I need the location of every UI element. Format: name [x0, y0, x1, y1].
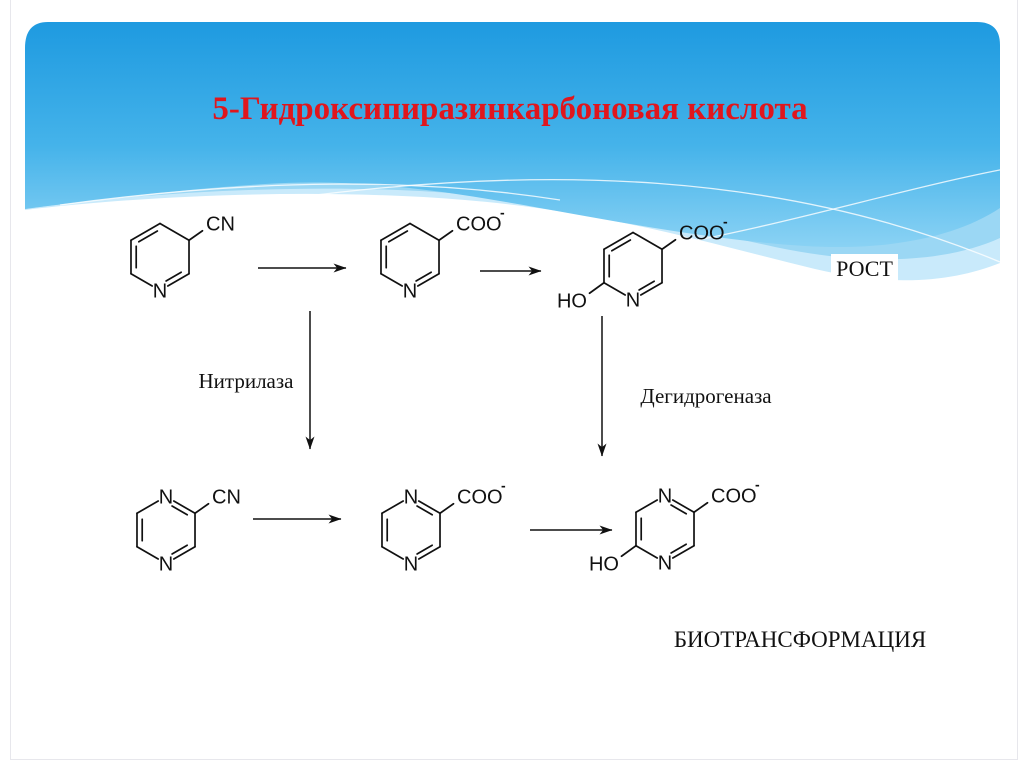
- double-bond-inner-line: [416, 544, 434, 555]
- substituent-bond: [438, 229, 454, 242]
- charge-superscript: -: [500, 204, 505, 220]
- wave-accent-line-1: [59, 183, 561, 206]
- header-wave-decoration: [25, 22, 1011, 281]
- ring-bond: [381, 500, 405, 515]
- slide-title: 5-Гидроксипиразинкарбоновая кислота: [212, 91, 807, 127]
- substituent-bond: [194, 502, 210, 515]
- carboxylate-label: COO: [457, 486, 503, 508]
- hydroxyl-bond: [588, 281, 605, 295]
- ring-bond: [136, 545, 160, 560]
- ring-bond: [417, 545, 441, 560]
- double-bond-inner-line: [171, 544, 189, 555]
- ring-bond: [671, 499, 695, 514]
- biotransformation-caption: БИОТРАНСФОРМАЦИЯ: [674, 627, 926, 652]
- double-bond-inner-line: [416, 505, 434, 516]
- double-bond-inner-line: [670, 543, 688, 554]
- atom-label-nitrogen: N: [658, 486, 672, 508]
- ring-bond: [635, 499, 659, 514]
- atom-label-nitrogen: N: [404, 554, 418, 576]
- carboxylate-label: COO: [679, 222, 725, 244]
- wave-accent-line-3: [429, 167, 1011, 265]
- substituent-bond: [661, 238, 677, 251]
- double-bond-inner-line: [165, 271, 183, 282]
- charge-superscript: -: [501, 477, 506, 493]
- molecule-2-cyanopyrazine: N N CN: [136, 486, 241, 576]
- ring-bond: [417, 500, 441, 515]
- ring-bond: [130, 222, 161, 242]
- ring-bond: [409, 222, 440, 242]
- double-bond-inner-line: [670, 504, 688, 515]
- molecule-5-hydroxypyrazine-2-carboxylate: N N COO- HO: [589, 476, 760, 575]
- carboxylate-label: COO: [711, 485, 757, 507]
- ring-bond: [380, 272, 404, 287]
- growth-label: РОСТ: [831, 254, 898, 283]
- hydroxyl-label: HO: [589, 553, 619, 575]
- ring-bond: [671, 544, 695, 559]
- ring-bond: [635, 544, 659, 559]
- ring-bond: [166, 272, 190, 287]
- slide-edge-lines: [10, 0, 1018, 760]
- ring-bond: [130, 272, 154, 287]
- molecule-pyrazine-2-carboxylate: N N COO-: [381, 477, 506, 576]
- wave-accent-line-2: [299, 178, 1001, 263]
- molecule-6-hydroxynicotinate: N COO- HO: [557, 213, 728, 312]
- ring-bond: [381, 545, 405, 560]
- ring-bond: [632, 231, 663, 251]
- ring-bond: [136, 500, 160, 515]
- growth-label-box: [831, 254, 898, 283]
- double-bond-inner-line: [415, 271, 433, 282]
- double-bond-inner-line: [171, 505, 189, 516]
- ring-bond: [172, 500, 196, 515]
- substituent-bond: [439, 502, 455, 515]
- ring-bond: [603, 231, 634, 251]
- hydroxyl-bond: [620, 544, 637, 558]
- reaction-arrows: [253, 263, 613, 535]
- hydroxyl-label: HO: [557, 290, 587, 312]
- ring-bond: [603, 281, 627, 296]
- atom-label-nitrogen: N: [658, 553, 672, 575]
- atom-label-nitrogen: N: [626, 290, 640, 312]
- atom-label-nitrogen: N: [403, 281, 417, 303]
- charge-superscript: -: [723, 213, 728, 229]
- atom-label-nitrogen: N: [404, 487, 418, 509]
- double-bond-inner-line: [387, 230, 409, 243]
- ring-bond: [639, 281, 663, 296]
- molecule-3-cyanopyridine: N CN: [130, 213, 235, 303]
- atom-label-nitrogen: N: [153, 281, 167, 303]
- ring-bond: [172, 545, 196, 560]
- carboxylate-label: COO: [456, 213, 502, 235]
- double-bond-inner-line: [610, 239, 632, 252]
- growth-label-text: РОСТ: [836, 256, 893, 281]
- double-bond-inner-line: [638, 280, 656, 291]
- atom-label-nitrogen: N: [159, 554, 173, 576]
- nitrile-label: CN: [206, 213, 235, 235]
- enzyme-label-nitrilase: Нитрилаза: [199, 369, 295, 393]
- ring-bond: [416, 272, 440, 287]
- ring-bond: [380, 222, 411, 242]
- substituent-bond: [188, 229, 204, 242]
- charge-superscript: -: [755, 476, 760, 492]
- atom-label-nitrogen: N: [159, 487, 173, 509]
- nitrile-label: CN: [212, 486, 241, 508]
- enzyme-label-dehydrogenase: Дегидрогеназа: [640, 384, 772, 408]
- ring-bond: [159, 222, 190, 242]
- molecule-nicotinate: N COO-: [380, 204, 505, 303]
- wave-main-panel: [25, 22, 1000, 248]
- substituent-bond: [693, 501, 709, 514]
- double-bond-inner-line: [137, 230, 159, 243]
